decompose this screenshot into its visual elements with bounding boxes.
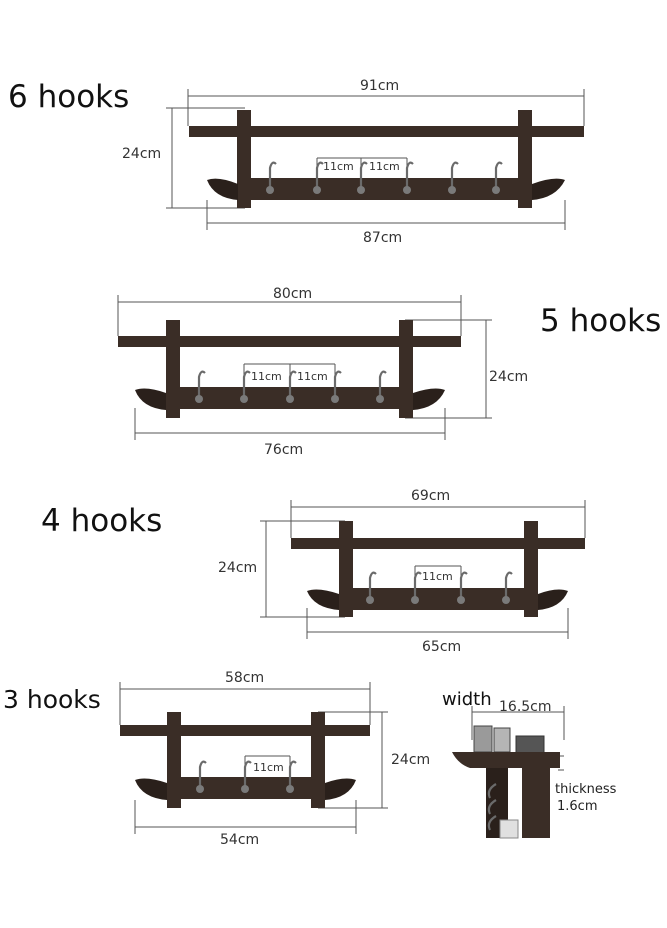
side-thickness-value: 1.6cm <box>557 799 598 814</box>
rack-6-drawing <box>166 89 585 230</box>
rack-3-width-top: 58cm <box>225 670 265 686</box>
rack-6-spacing-1: 11cm <box>323 160 354 173</box>
rack-3-spacing-1: 11cm <box>253 761 284 774</box>
rack-6-title: 6 hooks <box>8 79 130 115</box>
rack-5-width-top: 80cm <box>273 286 313 302</box>
rack-4-drawing <box>260 500 586 639</box>
rack-3-title: 3 hooks <box>3 685 101 714</box>
rack-3-drawing <box>119 682 388 834</box>
rack-5-title: 5 hooks <box>540 303 662 339</box>
side-detail-drawing <box>452 706 565 839</box>
rack-6-height: 24cm <box>122 146 162 162</box>
rack-5-width-bottom: 76cm <box>264 442 304 458</box>
rack-3-height: 24cm <box>391 752 431 768</box>
rack-4-spacing-1: 11cm <box>422 570 453 583</box>
rack-5-drawing <box>117 295 492 440</box>
rack-4-width-top: 69cm <box>411 488 451 504</box>
rack-4-width-bottom: 65cm <box>422 639 462 655</box>
rack-4-height: 24cm <box>218 560 258 576</box>
rack-5-spacing-2: 11cm <box>297 370 328 383</box>
rack-5-height: 24cm <box>489 369 529 385</box>
rack-6-width-top: 91cm <box>360 78 400 94</box>
rack-3-width-bottom: 54cm <box>220 832 260 848</box>
side-thickness-label: thickness <box>555 782 617 797</box>
side-width-label: width <box>442 689 492 710</box>
side-width-value: 16.5cm <box>499 699 552 715</box>
rack-6-spacing-2: 11cm <box>369 160 400 173</box>
rack-4-title: 4 hooks <box>41 503 163 539</box>
rack-6-width-bottom: 87cm <box>363 230 403 246</box>
rack-5-spacing-1: 11cm <box>251 370 282 383</box>
